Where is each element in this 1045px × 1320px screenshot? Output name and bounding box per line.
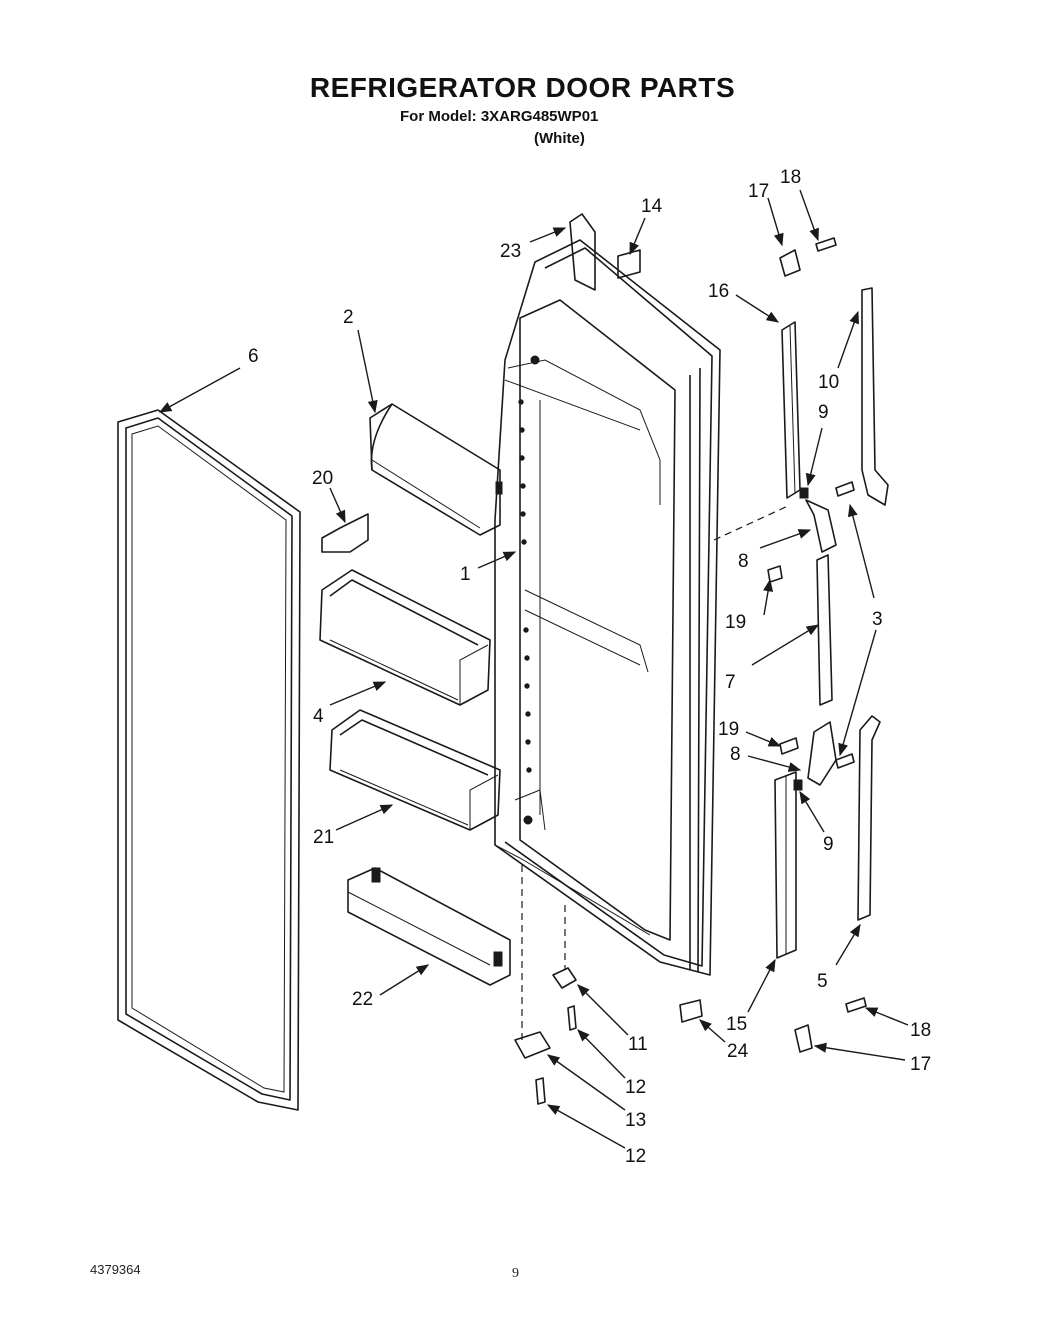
callout-14: 14 [641,196,663,217]
door-gasket-part [117,409,301,1111]
callout-8-upper: 8 [738,551,749,572]
callout-2: 2 [343,307,354,328]
hinge-cover-upper-part [861,287,889,506]
bottom-bushing-part [794,997,867,1053]
callout-11: 11 [628,1034,648,1055]
label-part [617,249,641,279]
callout-7: 7 [725,672,736,693]
callout-labels: 1 2 3 4 5 6 7 8 8 9 9 10 11 12 12 13 14 … [248,167,931,1167]
callout-18-top: 18 [780,167,801,188]
dairy-clip-part [321,513,369,553]
callout-10: 10 [818,372,839,393]
callout-17-top: 17 [748,181,769,202]
callout-19-lower: 19 [718,719,739,740]
callout-6: 6 [248,346,259,367]
callout-24: 24 [727,1041,749,1062]
dairy-door-part [369,403,503,536]
breaker-strip-part [569,213,596,291]
callout-12-upper: 12 [625,1077,646,1098]
color-note: (White) [534,130,585,147]
callout-23: 23 [500,241,521,262]
callout-4: 4 [313,706,324,727]
callout-17-bottom: 17 [910,1054,931,1075]
page-title: REFRIGERATOR DOOR PARTS [309,72,736,103]
callout-16: 16 [708,281,729,302]
model-line: For Model: 3XARG485WP01 [400,108,599,125]
callout-22: 22 [352,989,373,1010]
trim-middle-part [816,554,833,706]
bottom-hinge-hardware [514,967,577,1105]
callout-19-upper: 19 [725,612,746,633]
callout-9-lower: 9 [823,834,834,855]
door-liner-part [494,239,721,976]
upper-hinge-part [767,481,855,583]
callout-20: 20 [312,468,333,489]
door-bin-lower-part [329,709,501,831]
callout-3: 3 [872,609,883,630]
callout-12-lower: 12 [625,1146,646,1167]
callout-15: 15 [726,1014,747,1035]
page-number: 9 [512,1266,519,1281]
lower-hinge-part [779,721,855,791]
callout-13: 13 [625,1110,646,1131]
top-bushing-part [779,237,837,277]
callout-5: 5 [817,971,828,992]
leveling-leg-part [679,999,703,1023]
callout-8-lower: 8 [730,744,741,765]
document-number: 4379364 [90,1262,141,1277]
door-bin-upper-part [319,569,491,706]
door-shelf-part [347,867,511,986]
callout-9-upper: 9 [818,402,829,423]
hinge-cover-lower-part [857,715,881,921]
callout-18-bottom: 18 [910,1020,931,1041]
leader-lines [158,189,909,1149]
callout-1: 1 [460,564,471,585]
callout-21: 21 [313,827,334,848]
trim-lower-part [774,771,797,959]
